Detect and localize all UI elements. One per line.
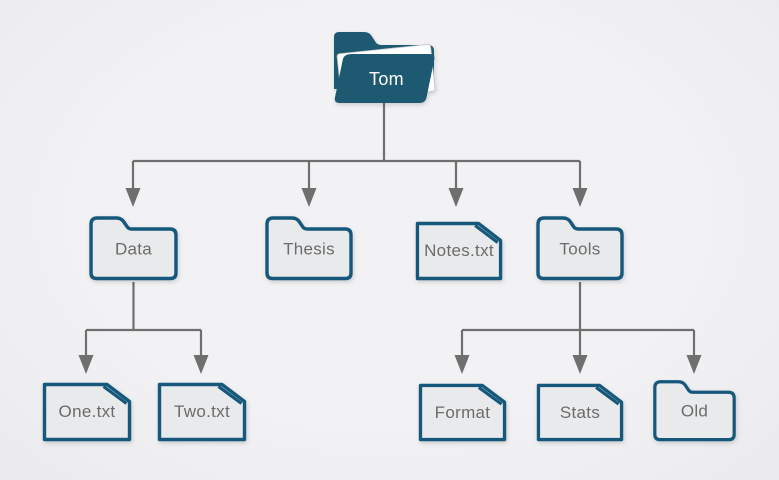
file-icon: [418, 383, 507, 442]
node-label: One.txt: [58, 402, 116, 421]
file-icon: [157, 382, 247, 442]
node-label: Stats: [559, 402, 601, 422]
arrowheads: [78, 188, 702, 374]
folder-icon: [653, 380, 736, 442]
node-two-txt: Two.txt: [157, 382, 247, 442]
node-tom: Tom: [330, 27, 443, 105]
node-stats: Stats: [536, 383, 624, 442]
node-one-txt: One.txt: [42, 382, 132, 442]
node-thesis: Thesis: [264, 212, 354, 281]
node-label: Thesis: [283, 238, 335, 258]
folder-icon: [89, 216, 178, 281]
node-label: Tom: [369, 69, 404, 89]
node-label: Data: [114, 238, 153, 258]
file-icon: [42, 382, 132, 442]
node-label: Tools: [559, 238, 601, 258]
node-label: Format: [434, 402, 491, 422]
node-old: Old: [652, 376, 737, 442]
node-tools: Tools: [535, 212, 625, 281]
node-label: Notes.txt: [424, 241, 494, 260]
node-label: Two.txt: [174, 402, 230, 421]
file-icon: [415, 221, 503, 281]
node-notes-txt: Notes.txt: [415, 221, 503, 281]
node-label: Old: [680, 401, 709, 421]
folder-icon: [536, 216, 624, 281]
folder-icon: [265, 216, 353, 281]
file-icon: [536, 383, 624, 442]
node-format: Format: [418, 383, 507, 442]
open-folder-icon: [334, 32, 436, 103]
node-data: Data: [88, 212, 179, 281]
